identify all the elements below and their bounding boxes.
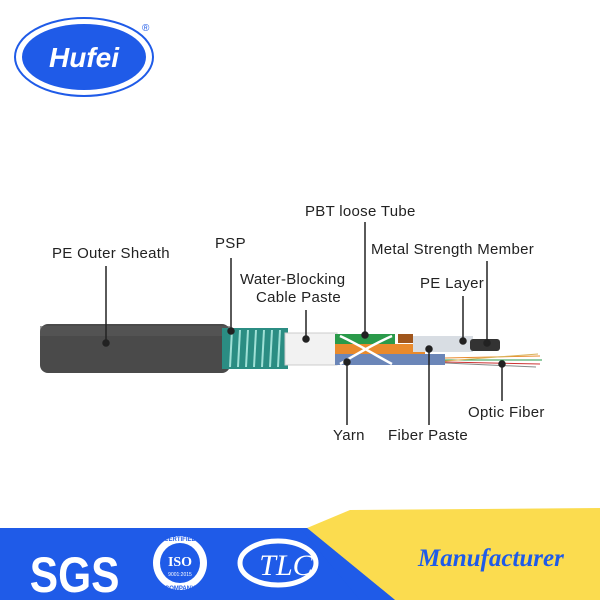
svg-text:ISO: ISO (168, 555, 192, 570)
label-cable-paste: Cable Paste (256, 289, 342, 306)
label-metal-strength-member: Metal Strength Member (371, 241, 535, 258)
svg-text:CERTIFIED: CERTIFIED (164, 537, 196, 543)
cable-cross-section (40, 324, 542, 373)
label-fiber-paste: Fiber Paste (388, 427, 468, 444)
psp-armor (222, 328, 288, 369)
sgs-logo: SGS (30, 547, 120, 600)
leader-lines (102, 222, 506, 425)
tlc-logo: TLC (237, 538, 319, 588)
svg-text:®: ® (142, 23, 150, 34)
label-pe-layer: PE Layer (420, 275, 485, 292)
label-optic-fiber: Optic Fiber (468, 404, 545, 421)
svg-text:TLC: TLC (259, 549, 313, 582)
manufacturer-text: Manufacturer (417, 545, 564, 572)
label-water-blocking: Water-Blocking (240, 271, 346, 288)
svg-text:9001:2015: 9001:2015 (168, 572, 192, 578)
label-psp: PSP (215, 235, 246, 252)
label-pe-outer-sheath: PE Outer Sheath (52, 245, 170, 262)
label-yarn: Yarn (333, 427, 365, 444)
hufei-logo: Hufei ® (14, 17, 154, 97)
iso-badge: CERTIFIED ISO 9001:2015 COMPANY (153, 536, 207, 592)
svg-text:COMPANY: COMPANY (165, 586, 195, 592)
svg-text:Hufei: Hufei (49, 42, 120, 73)
label-pbt-loose-tube: PBT loose Tube (305, 203, 416, 220)
certification-banner: SGS CERTIFIED ISO 9001:2015 COMPANY TLC … (0, 508, 600, 600)
